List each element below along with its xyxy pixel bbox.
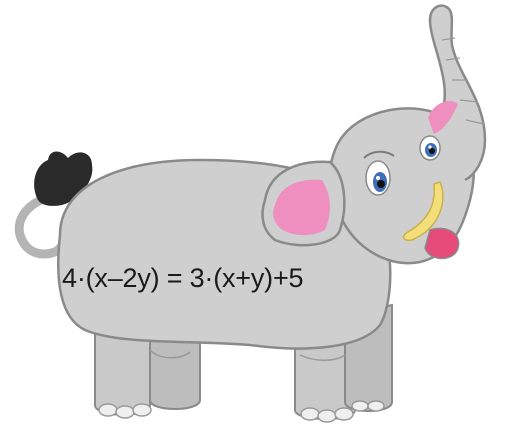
elephant-ear-inner	[273, 179, 330, 236]
elephant-brow	[363, 150, 395, 159]
elephant-mouth	[424, 227, 460, 260]
elephant-tail	[14, 190, 65, 259]
elephant-trunk	[428, 4, 487, 182]
elephant-back-leg-left	[94, 328, 151, 416]
elephant-back-leg-right	[149, 333, 201, 410]
elephant-trunk-inner-ear	[428, 100, 458, 134]
elephant-toenails	[98, 400, 385, 423]
elephant-body-fold-front	[299, 354, 346, 361]
elephant-trunk-ridges	[441, 37, 485, 125]
elephant-eyes	[365, 135, 441, 196]
elephant-tusk	[402, 181, 444, 242]
elephant-body-fold	[149, 349, 191, 359]
equation-text: 4·(x–2y) = 3·(x+y)+5	[62, 263, 304, 293]
